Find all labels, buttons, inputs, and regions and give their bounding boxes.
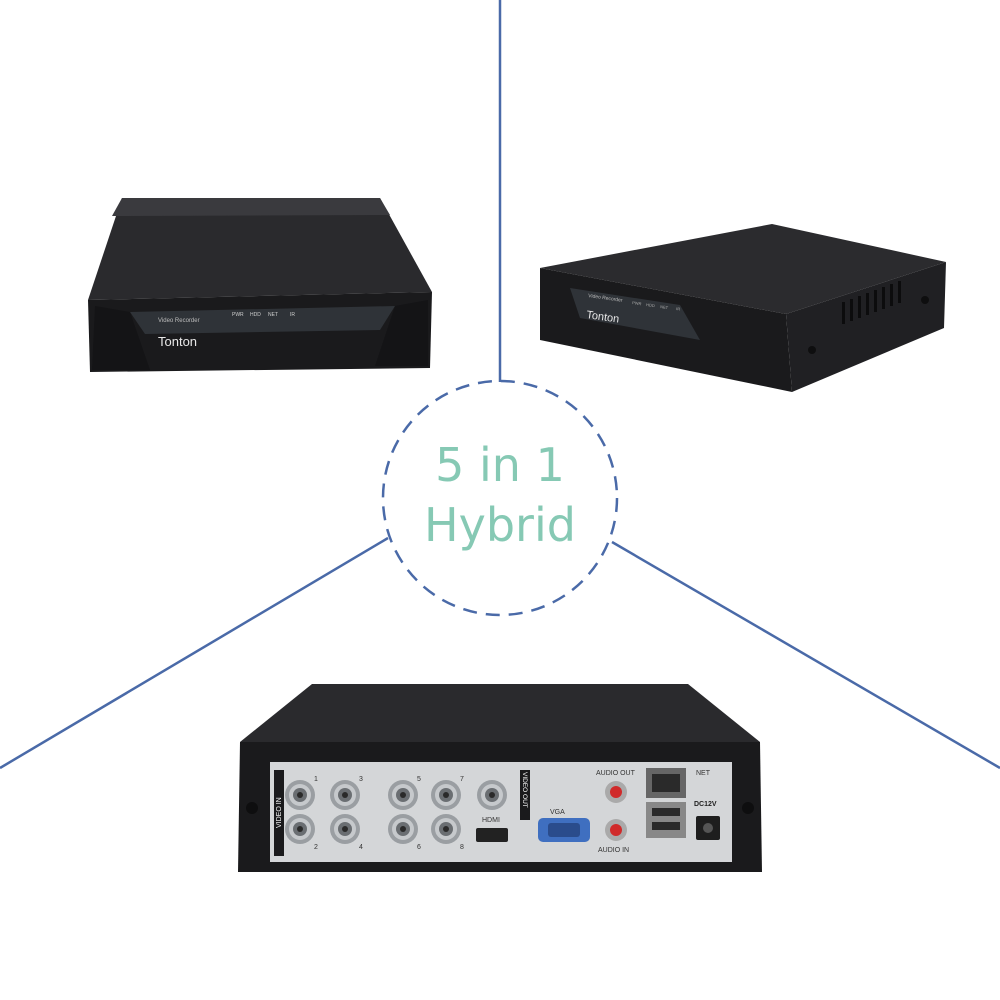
bnc-video-out <box>477 780 507 810</box>
net-label: NET <box>696 770 711 777</box>
front-indicator-pwr: PWR <box>232 312 244 318</box>
front-dvr-unit: Video Recorder Tonton PWR HDD NET IR <box>88 198 432 372</box>
video-out-label: VIDEO OUT <box>521 772 528 808</box>
channel-label-8: 8 <box>460 844 464 851</box>
video-in-label: VIDEO IN <box>276 797 283 828</box>
angled-indicator-hdd: HDD <box>646 302 655 308</box>
rear-screw-right <box>742 802 754 814</box>
audio-out-label: AUDIO OUT <box>596 770 636 777</box>
badge-title-line1: 5 in 1 <box>435 438 565 492</box>
angled-brand-label: Tonton <box>586 309 620 325</box>
front-model-label: Video Recorder <box>158 318 200 324</box>
hdmi-label: HDMI <box>482 817 500 824</box>
channel-label-6: 6 <box>417 844 421 851</box>
bnc-video-in-4 <box>330 814 360 844</box>
vga-label: VGA <box>550 809 565 816</box>
angled-model-label: Video Recorder <box>588 293 623 304</box>
bnc-video-in-5 <box>388 780 418 810</box>
bnc-video-in-8 <box>431 814 461 844</box>
dc-label: DC12V <box>694 801 717 808</box>
rear-dvr-unit: VIDEO IN 1 2 3 4 5 6 7 8 VIDEO OUT HDMI VGA AUD… <box>238 684 762 872</box>
channel-label-7: 7 <box>460 776 464 783</box>
channel-label-4: 4 <box>359 844 363 851</box>
audio-in-label: AUDIO IN <box>598 847 629 854</box>
hdmi-port <box>476 828 508 842</box>
badge-title-line2: Hybrid <box>424 498 576 552</box>
front-indicator-ir: IR <box>290 312 295 318</box>
badge-dashed-circle <box>381 379 619 617</box>
bnc-video-in-2 <box>285 814 315 844</box>
front-brand-label: Tonton <box>158 334 197 349</box>
bnc-video-in-6 <box>388 814 418 844</box>
channel-label-1: 1 <box>314 776 318 783</box>
bnc-video-in-7 <box>431 780 461 810</box>
angled-indicator-pwr: PWR <box>632 300 642 306</box>
channel-label-3: 3 <box>359 776 363 783</box>
bnc-video-in-3 <box>330 780 360 810</box>
divider-line-left <box>0 536 389 770</box>
angled-dvr-unit: Video Recorder Tonton PWR HDD NET IR <box>540 224 946 392</box>
bnc-video-in-1 <box>285 780 315 810</box>
angled-indicator-ir: IR <box>676 306 681 312</box>
front-indicator-hdd: HDD <box>250 312 261 318</box>
divider-line-right <box>611 540 1000 770</box>
usb-port <box>646 802 686 838</box>
channel-label-2: 2 <box>314 844 318 851</box>
angled-indicator-net: NET <box>660 304 669 310</box>
front-indicator-net: NET <box>268 312 278 318</box>
rear-screw-left <box>246 802 258 814</box>
channel-label-5: 5 <box>417 776 421 783</box>
